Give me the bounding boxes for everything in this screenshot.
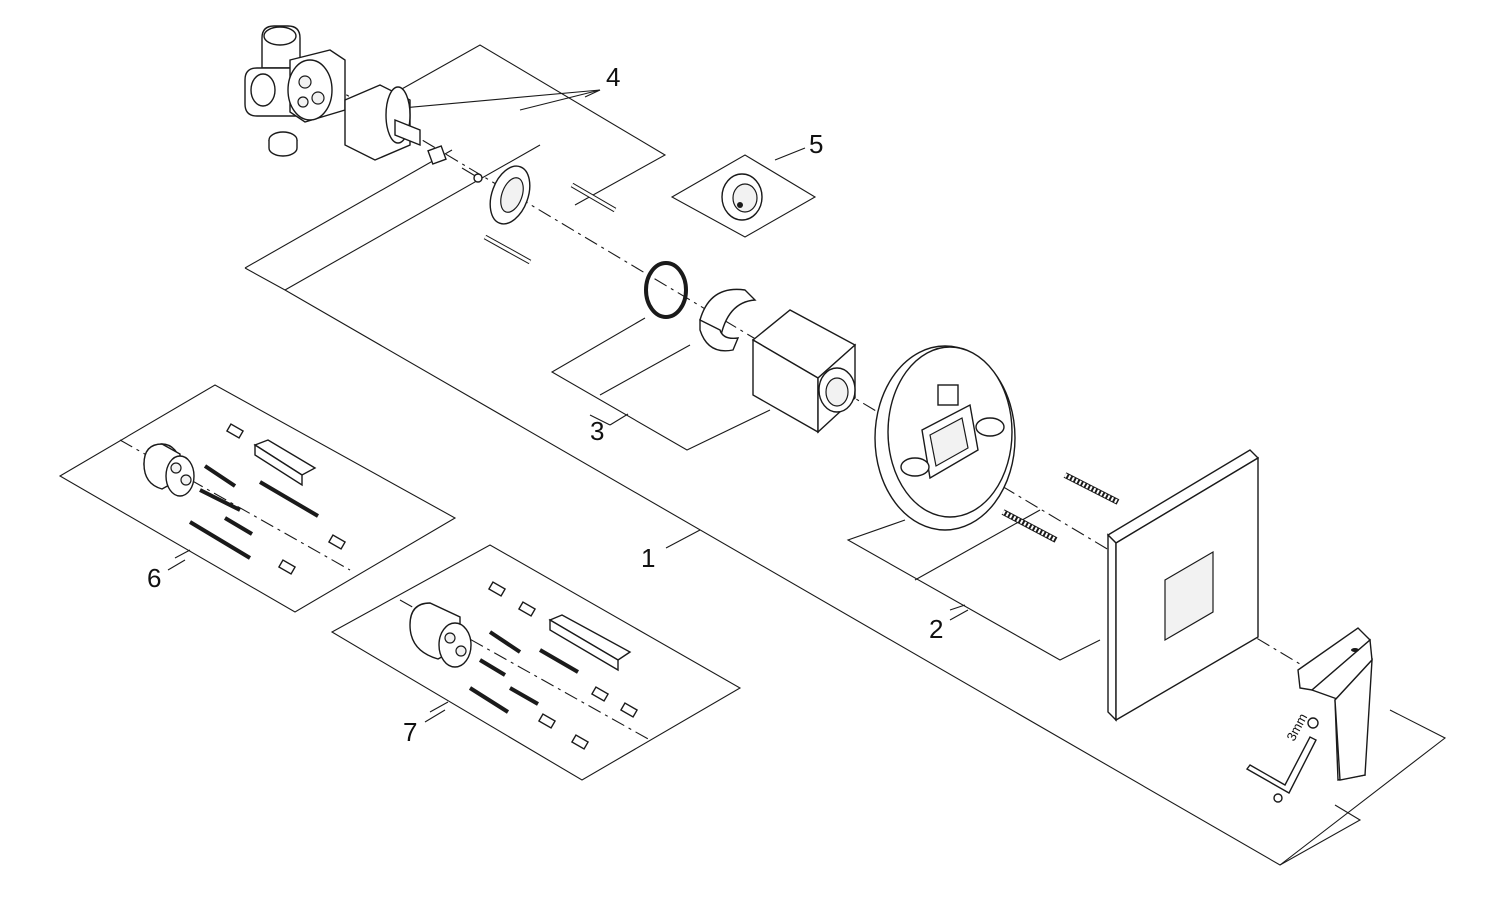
callout-1-leader [665, 529, 701, 549]
callout-6-leader [167, 559, 186, 571]
kit-1-bracket [244, 144, 1447, 866]
allen-key-icon [1245, 736, 1317, 794]
valve-body [244, 25, 346, 157]
callout-1: 1 [641, 543, 655, 573]
mounting-screw [1001, 472, 1120, 543]
small-screw [461, 167, 483, 183]
callout-7: 7 [403, 717, 417, 747]
cartridge [344, 84, 447, 165]
kit-4-bracket [379, 44, 667, 206]
square-sleeve [751, 309, 857, 434]
kit-6-frame [58, 384, 457, 613]
kit-6-parts [143, 423, 347, 575]
set-screw [1273, 717, 1319, 803]
o-ring [644, 261, 688, 319]
round-wall-plate [874, 345, 1016, 531]
square-escutcheon [1106, 449, 1260, 722]
kit-7-frame [330, 544, 742, 781]
long-screw [483, 182, 617, 265]
kit-3-bracket [550, 317, 771, 451]
callout-3: 3 [590, 416, 604, 446]
allen-key-size-label: 3mm [1283, 711, 1310, 744]
callout-6: 6 [147, 563, 161, 593]
callout-2-leader [949, 609, 969, 621]
callout-5: 5 [809, 129, 823, 159]
kit-5-bracket [670, 147, 817, 238]
stop-knob [721, 173, 763, 221]
callout-4-leader [584, 89, 601, 98]
callout-2: 2 [929, 614, 943, 644]
lever-handle [1297, 627, 1373, 781]
callout-7-leader [424, 709, 446, 723]
sleeve-clip [699, 288, 757, 352]
callout-3-leader [609, 413, 629, 426]
kit-7-parts [409, 581, 639, 750]
callout-4: 4 [606, 62, 620, 92]
mounting-ring [489, 165, 531, 225]
